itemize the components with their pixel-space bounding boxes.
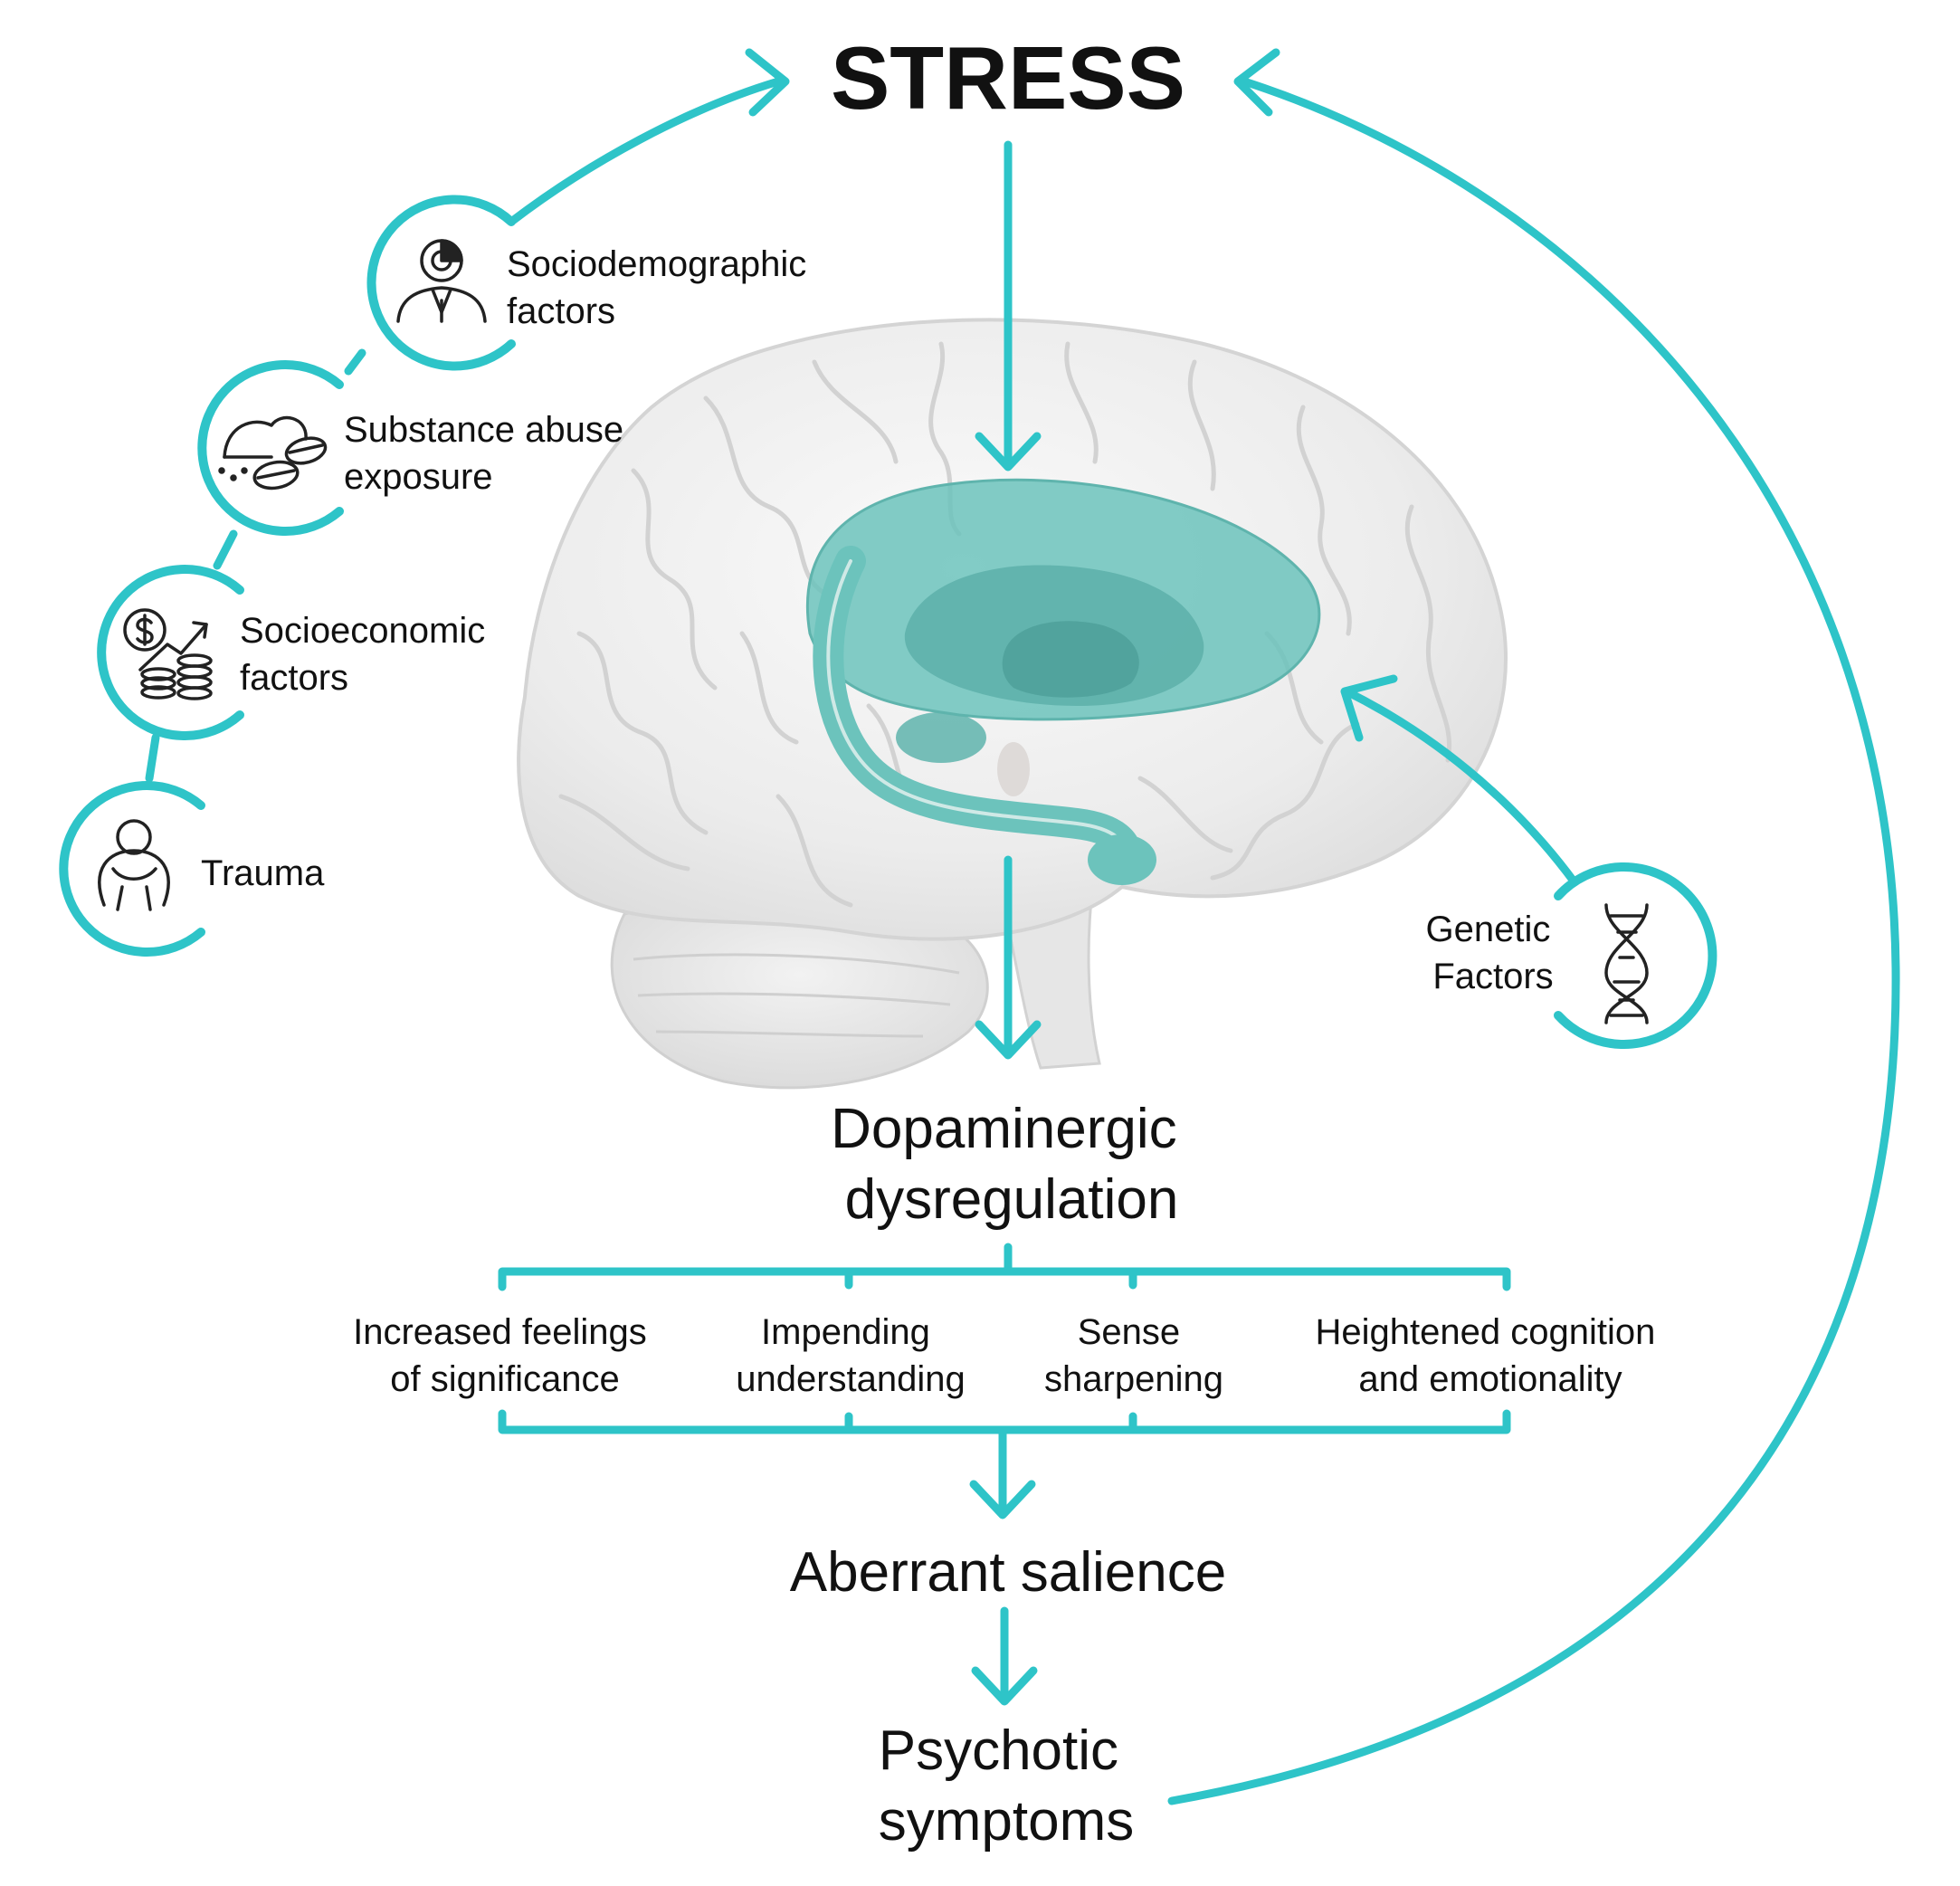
genetic-factors-label: Genetic Factors: [1426, 910, 1561, 996]
cerebellum-folds: [633, 953, 960, 1038]
dna-icon: [1604, 903, 1649, 1024]
risk-factor-label-trauma: Trauma: [201, 853, 325, 893]
link-2-3: [213, 529, 238, 570]
arrow-genetic-to-brain: [1344, 688, 1579, 887]
risk-factor-label-substance: Substance abuse exposure: [344, 410, 633, 497]
person-chart-icon: [396, 239, 487, 323]
psychotic-symptoms-label: Psychotic symptoms: [879, 1719, 1135, 1853]
pills-icon: [218, 415, 328, 491]
risk-factor-label-sociodemographic: Sociodemographic factors: [507, 244, 816, 331]
ring-substance: [197, 360, 344, 536]
labels: STRESS Sociodemographic factors Substanc…: [201, 28, 1666, 1853]
distressed-person-icon: [98, 819, 170, 911]
risk-factor-rings: [59, 195, 1717, 1049]
brain-illustration: [517, 318, 1508, 1090]
ring-trauma: [59, 781, 205, 957]
effect-label-understanding: Impending understanding: [736, 1312, 966, 1399]
effect-label-significance: Increased feelings of significance: [353, 1312, 657, 1399]
link-3-4: [145, 733, 160, 783]
arrow-sociodemographic-to-stress: [507, 77, 783, 226]
arrowhead-dopaminergic: [975, 1020, 1042, 1060]
ring-genetic: [1554, 862, 1717, 1049]
aberrant-salience-label: Aberrant salience: [790, 1541, 1227, 1604]
connectors: [145, 48, 1900, 1805]
striatum-highlight: [805, 478, 1321, 885]
dopaminergic-label: Dopaminergic dysregulation: [831, 1098, 1193, 1231]
ring-sociodemographic: [366, 195, 516, 371]
ring-socioeconomic: [97, 565, 244, 740]
arrowhead-stress-left: [745, 48, 790, 117]
arrowhead-aberrant: [969, 1480, 1036, 1519]
link-1-2: [344, 348, 366, 376]
arrowhead-genetic: [1340, 674, 1398, 742]
arrowhead-brain: [975, 432, 1042, 472]
feedback-arc: [1167, 77, 1900, 1805]
bracket-top: [498, 1267, 1511, 1291]
money-growth-icon: [123, 608, 213, 700]
effect-label-sharpening: Sense sharpening: [1044, 1312, 1223, 1399]
arrowhead-psychotic: [971, 1666, 1038, 1706]
arrowhead-stress-right: [1233, 48, 1280, 117]
effect-label-cognition: Heightened cognition and emotionality: [1316, 1312, 1666, 1399]
risk-factor-label-socioeconomic: Socioeconomic factors: [240, 611, 495, 698]
cerebrum-gyri: [558, 341, 1451, 908]
stress-title: STRESS: [831, 28, 1185, 128]
bracket-bottom: [498, 1409, 1511, 1434]
